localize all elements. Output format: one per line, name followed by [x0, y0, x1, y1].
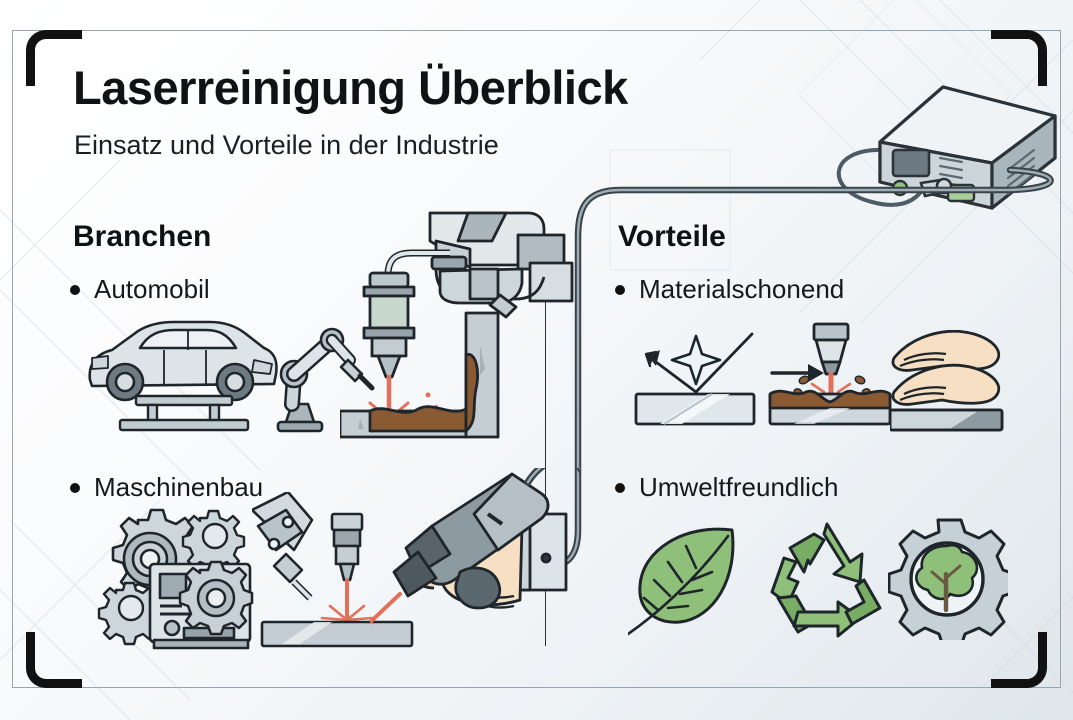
bullet-label: Automobil [94, 274, 210, 304]
laser-head-rust-removal-icon [340, 211, 574, 439]
protecting-hands-icon [890, 330, 1004, 432]
laser-cable-path [540, 166, 1054, 572]
car-on-lift-icon [88, 320, 278, 432]
bullet-maschinenbau: Maschinenbau [70, 472, 263, 503]
page-subtitle: Einsatz und Vorteile in der Industrie [74, 130, 499, 160]
bullet-label: Umweltfreundlich [639, 472, 839, 502]
corner-bracket-top-right [991, 30, 1047, 86]
gear-small-top-icon [181, 509, 246, 574]
corner-bracket-top-left [26, 30, 82, 86]
robot-arm-icon [276, 327, 375, 433]
poster-frame [12, 30, 1061, 688]
arrow-right-icon [770, 364, 824, 382]
clean-reflective-surface-icon [634, 332, 756, 426]
laser-generator-device-icon [836, 85, 1057, 210]
bullet-dot-icon [70, 482, 80, 493]
bullet-automobil: Automobil [70, 274, 210, 305]
gear-panel-icon [178, 560, 254, 636]
handheld-laser-gun-icon [370, 468, 580, 626]
sparkle-icon [670, 334, 722, 386]
bullet-dot-icon [70, 284, 80, 295]
leaf-icon [628, 527, 735, 636]
device-display [891, 148, 931, 178]
fixed-laser-nozzle-icon [252, 492, 414, 648]
bullet-dot-icon [615, 284, 625, 295]
gear-tree-icon [888, 518, 1008, 640]
corner-bracket-bottom-left [26, 632, 82, 688]
bullet-umweltfreundlich: Umweltfreundlich [615, 472, 838, 503]
section-heading-vorteile: Vorteile [618, 220, 726, 253]
bullet-dot-icon [615, 482, 625, 493]
section-heading-branchen: Branchen [73, 220, 212, 253]
bullet-materialschonend: Materialschonend [615, 274, 844, 305]
laser-cleaning-rust-icon [768, 322, 892, 426]
gear-small-bottom-icon [97, 581, 162, 646]
page-title: Laserreinigung Überblick [73, 61, 628, 114]
recycle-icon [770, 522, 882, 638]
bullet-label: Maschinenbau [94, 472, 264, 502]
arrow-head [648, 350, 660, 366]
gears-machine-icon [97, 508, 254, 650]
corner-bracket-bottom-right [991, 632, 1047, 688]
column-divider [545, 296, 547, 646]
bullet-label: Materialschonend [639, 274, 845, 304]
